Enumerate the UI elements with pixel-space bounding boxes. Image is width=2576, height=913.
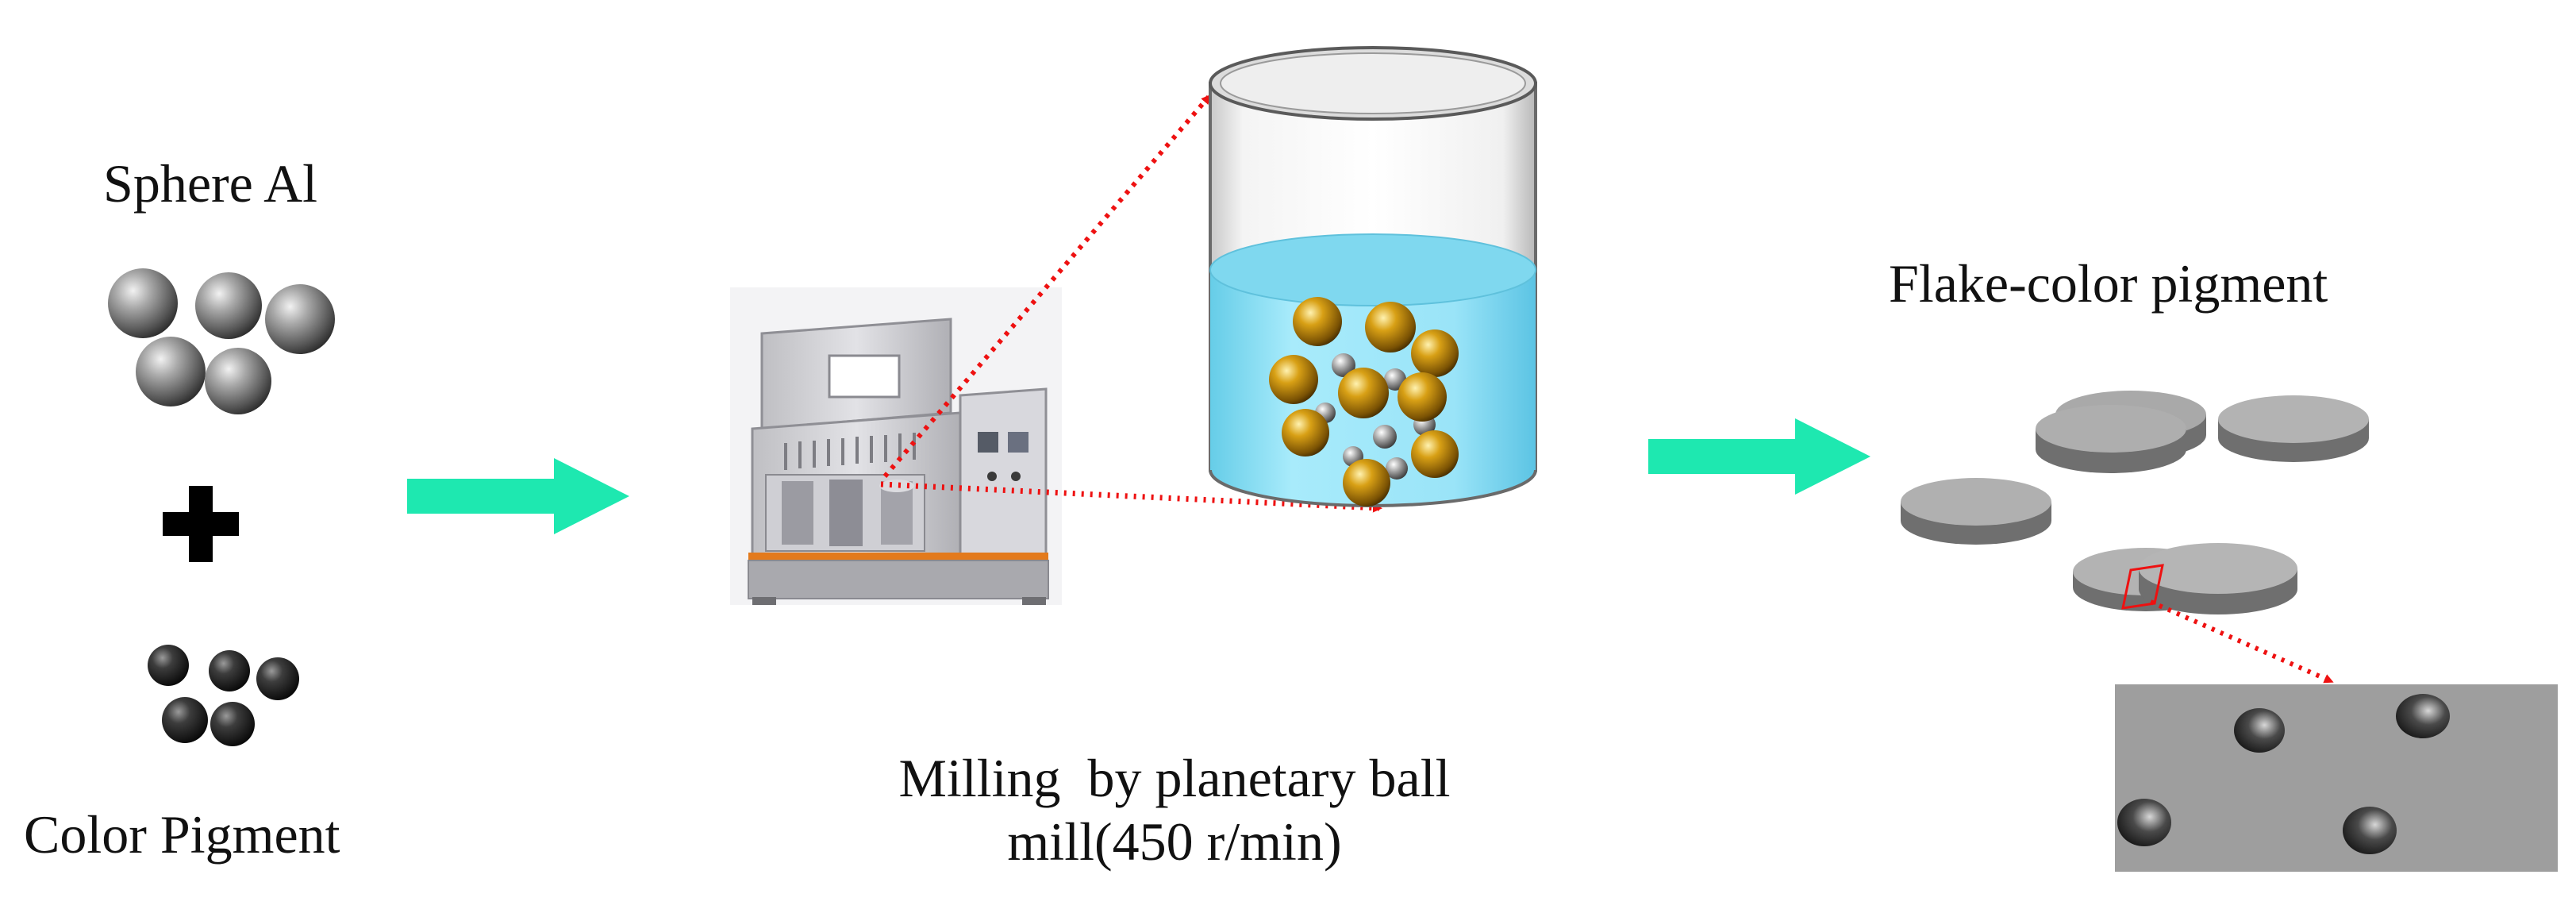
label-flake-color-pigment: Flake-color pigment	[1889, 253, 2328, 314]
pointer-arrow	[2149, 599, 2334, 684]
pointer-arrow	[882, 94, 1211, 478]
milling-balls	[1269, 297, 1459, 507]
gold-ball	[1398, 372, 1447, 422]
label-milling-line2: mill(450 r/min)	[1007, 811, 1342, 873]
steel-ball	[1332, 353, 1355, 377]
magnified-flake-surface	[2115, 684, 2558, 872]
al-sphere	[205, 348, 271, 414]
surface-dimple	[2396, 694, 2450, 738]
flake-disc	[1901, 478, 2051, 545]
pigment-sphere	[162, 697, 208, 743]
arrow-right-icon	[1648, 418, 1870, 495]
flake-disc	[2218, 395, 2369, 462]
gold-ball	[1411, 329, 1459, 377]
planetary-ball-mill-machine	[730, 287, 1062, 605]
highlight-region	[2121, 564, 2164, 610]
al-sphere	[136, 337, 206, 406]
gold-ball	[1411, 430, 1459, 478]
label-color-pigment: Color Pigment	[24, 804, 340, 865]
steel-ball	[1386, 457, 1408, 480]
steel-ball	[1373, 425, 1397, 449]
label-milling-line1: Milling by planetary ball	[898, 748, 1451, 808]
gold-ball	[1293, 297, 1342, 346]
flake-disc	[2139, 543, 2297, 614]
surface-dimple	[2117, 799, 2171, 846]
pigment-sphere	[148, 645, 189, 686]
gold-ball	[1338, 368, 1389, 418]
sphere-al-particles	[108, 268, 335, 414]
pigment-sphere	[210, 702, 255, 746]
pigment-sphere	[256, 657, 299, 700]
gold-ball	[1365, 302, 1416, 352]
milling-jar	[1209, 46, 1537, 507]
gold-ball	[1343, 459, 1390, 507]
flake-discs	[1901, 391, 2369, 614]
pigment-sphere	[209, 650, 250, 691]
gold-ball	[1282, 409, 1329, 456]
flake-disc	[2036, 405, 2186, 473]
plus-icon	[163, 486, 239, 562]
al-sphere	[108, 268, 178, 338]
surface-dimple	[2234, 708, 2285, 753]
al-sphere	[195, 272, 262, 339]
label-sphere-al: Sphere Al	[103, 153, 318, 214]
surface-dimple	[2343, 807, 2397, 854]
label-milling-process: Milling by planetary ball mill(450 r/min…	[825, 746, 1524, 873]
color-pigment-particles	[148, 645, 299, 746]
al-sphere	[265, 284, 335, 354]
arrow-right-icon	[407, 458, 629, 534]
gold-ball	[1269, 355, 1318, 404]
